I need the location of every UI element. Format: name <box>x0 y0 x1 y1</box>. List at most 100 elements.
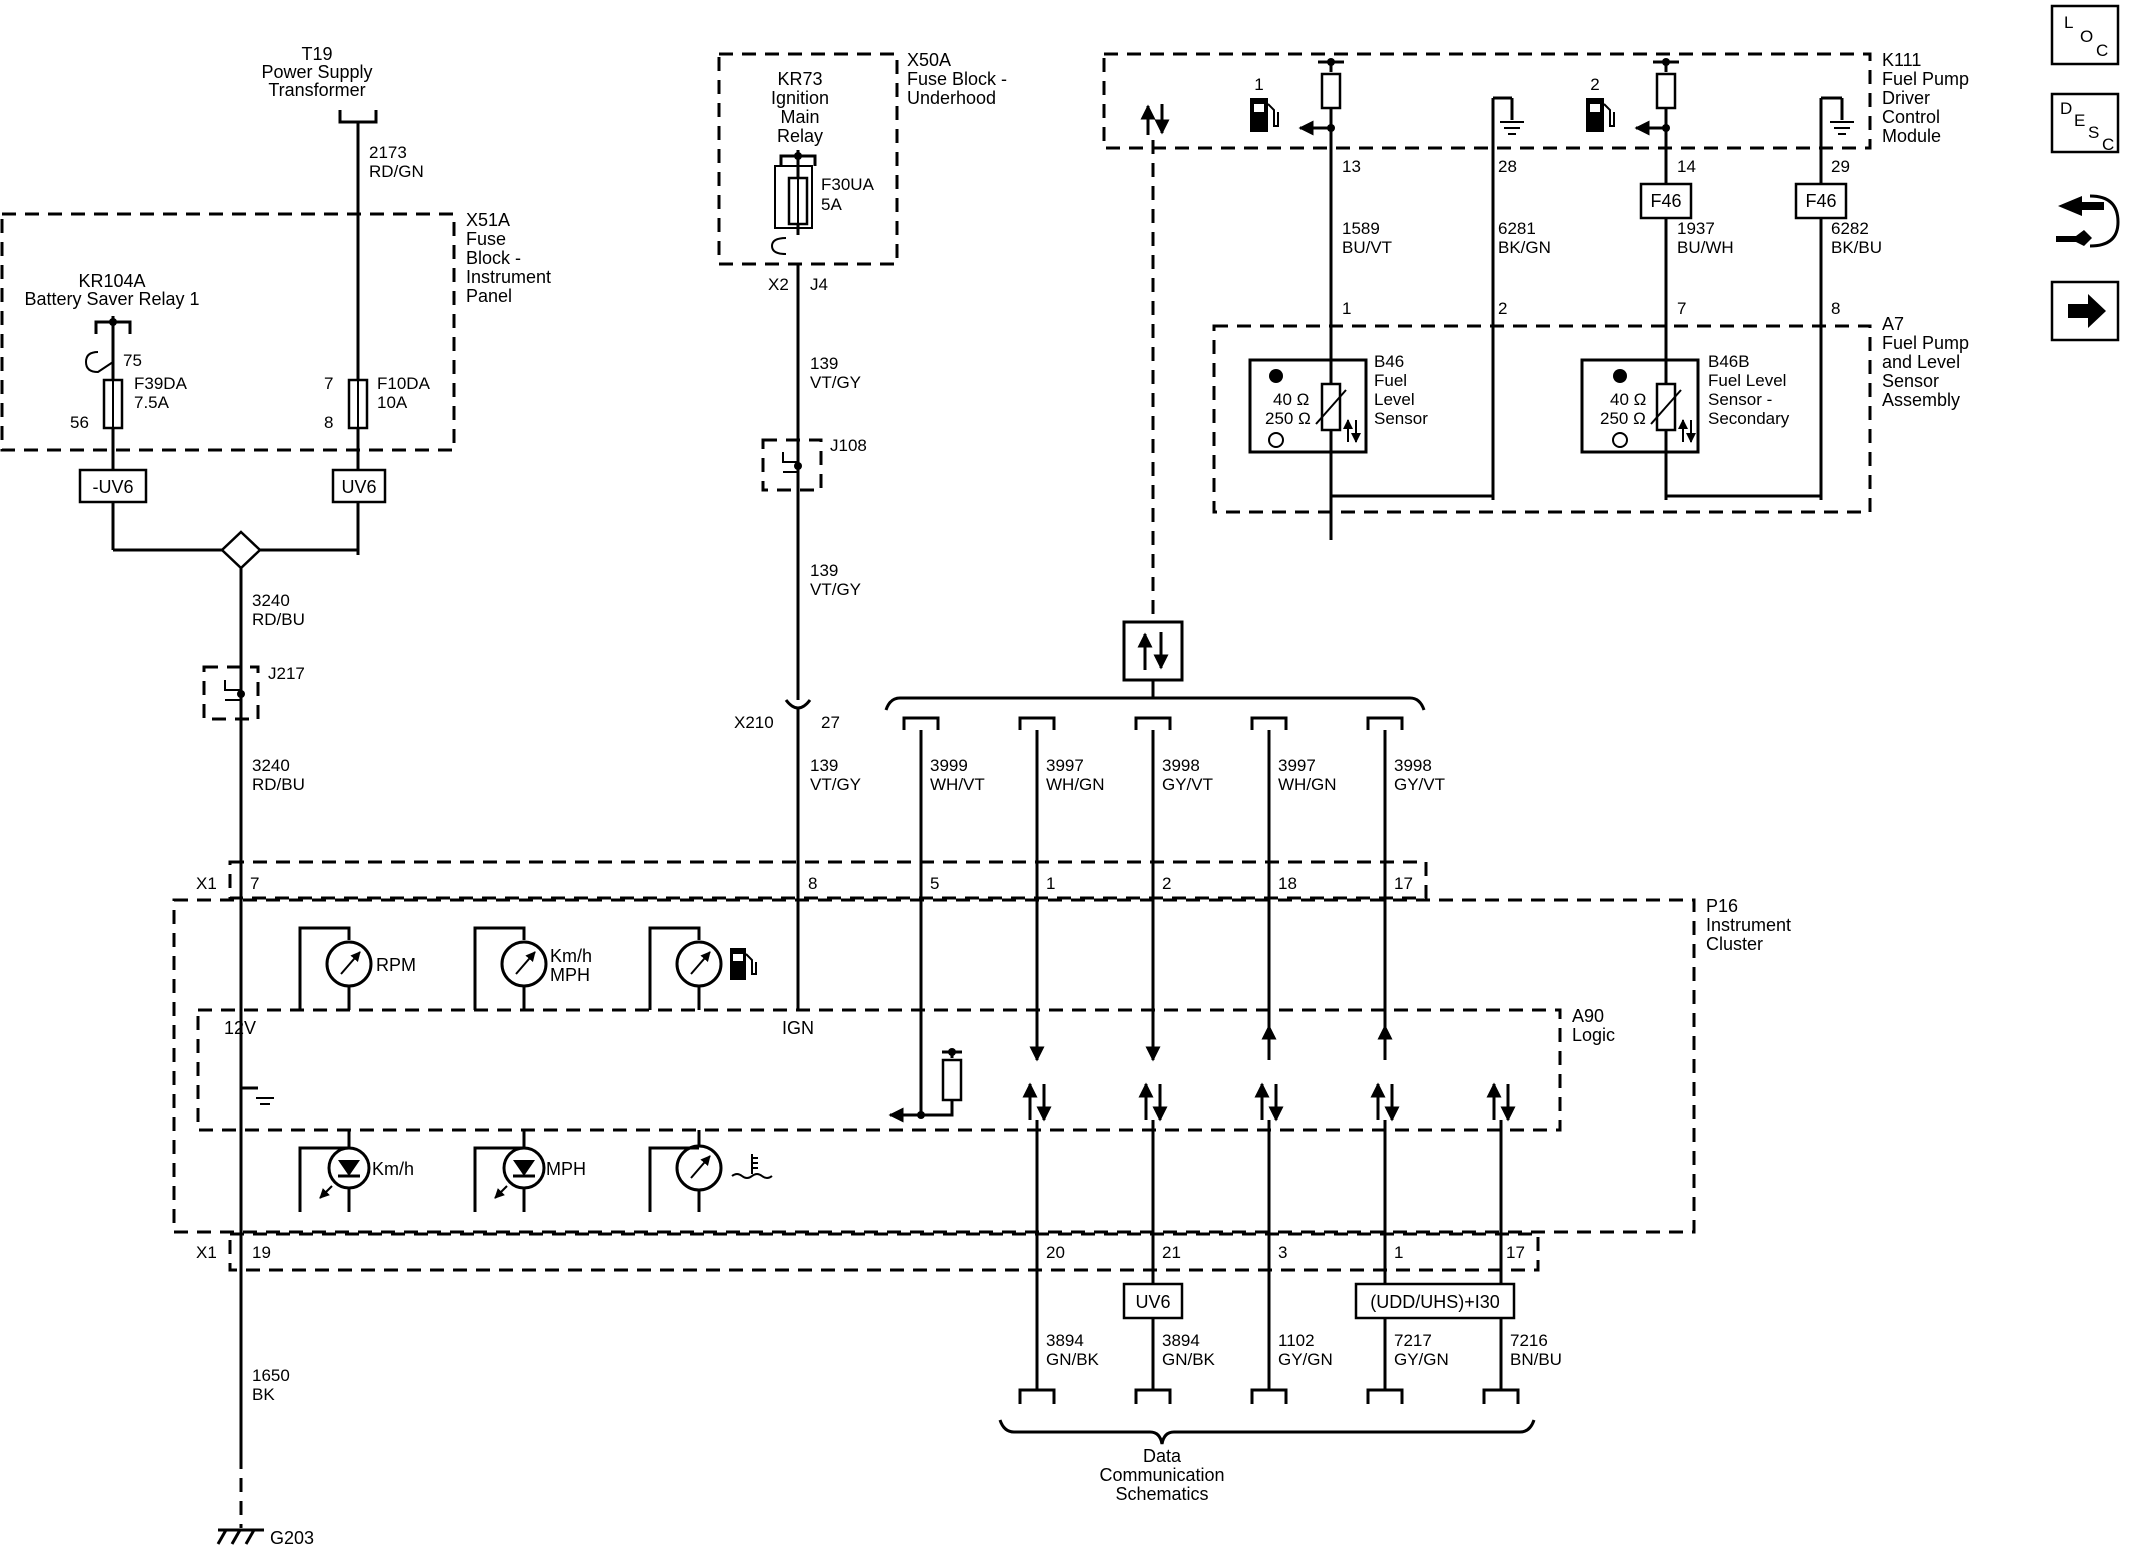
a7-pin-8: 8 <box>1831 299 1840 318</box>
b46-name-line2: Level <box>1374 390 1415 409</box>
j217-id: J217 <box>268 664 305 683</box>
next-page-button[interactable] <box>2050 280 2120 342</box>
option-box-f46-2 <box>1794 182 1848 220</box>
x1-pin-7: 7 <box>250 874 259 893</box>
wire-3894-b-circuit: 3894 <box>1162 1331 1200 1350</box>
k111-id: K111 <box>1882 50 1921 70</box>
kr73-ignition-main-relay: KR73 Ignition Main Relay <box>771 69 829 255</box>
data-wires-lower <box>1035 1120 1503 1390</box>
g203-id: G203 <box>270 1528 314 1545</box>
x1-pin-19: 19 <box>252 1243 271 1262</box>
option-splice-diamond <box>220 530 262 570</box>
loc-letter-l: L <box>2064 13 2073 32</box>
wire-3999-color: WH/VT <box>930 775 985 794</box>
x51a-name-line3: Instrument <box>466 267 551 287</box>
option-f46-1-label: F46 <box>1650 191 1681 211</box>
wire-139-b-circuit: 139 <box>810 561 838 580</box>
loc-letter-o: O <box>2080 27 2093 46</box>
data-bus-brace-bottom <box>998 1419 1536 1445</box>
a7-pin-7: 7 <box>1677 299 1686 318</box>
b46b-fuel-level-sensor-secondary <box>1580 358 1700 454</box>
x1-pin-21: 21 <box>1162 1243 1181 1262</box>
f10da-pin-7: 7 <box>324 374 333 393</box>
f39da-pin-56: 56 <box>70 413 89 432</box>
a7-name-line3: Sensor <box>1882 371 1939 391</box>
k111-pin-14: 14 <box>1677 157 1696 176</box>
mph-lamp-label: MPH <box>546 1159 586 1179</box>
x210-inline-connector <box>784 699 812 710</box>
x1-pin-8: 8 <box>808 874 817 893</box>
wire-7217-circuit: 7217 <box>1394 1331 1432 1350</box>
b46b-full-icon <box>1613 369 1627 383</box>
kr73-name-line2: Main <box>780 107 819 127</box>
x51a-name-line4: Panel <box>466 286 512 306</box>
x1-pin-5: 5 <box>930 874 939 893</box>
b46b-ohm-low: 250 Ω <box>1600 409 1646 428</box>
x50a-name-line2: Underhood <box>907 88 996 108</box>
b46-full-icon <box>1269 369 1283 383</box>
x210-id: X210 <box>734 713 774 732</box>
j108-splice-box <box>761 438 823 492</box>
b46b-name-line2: Sensor - <box>1708 390 1772 409</box>
x1-pin-20: 20 <box>1046 1243 1065 1262</box>
desc-button[interactable]: D E S C <box>2050 92 2120 154</box>
b46-empty-icon <box>1268 432 1284 448</box>
g203-ground-icon <box>216 1528 264 1545</box>
a90-ground-icon <box>256 1097 274 1105</box>
a90-name: Logic <box>1572 1025 1615 1045</box>
wire-1937-circuit: 1937 <box>1677 219 1715 238</box>
option-uv6-bottom-label: UV6 <box>1135 1292 1170 1312</box>
footer-line2: Communication <box>1099 1465 1224 1485</box>
t19-power-supply-transformer: T19 Power Supply Transformer <box>261 44 378 124</box>
wire-3997-b-color: WH/GN <box>1278 775 1337 794</box>
x1-pin-17: 17 <box>1394 874 1413 893</box>
k111-name-line3: Control <box>1882 107 1940 127</box>
wire-6281-color: BK/GN <box>1498 238 1551 257</box>
f39da-rating: 7.5A <box>134 393 170 412</box>
coolant-temperature-icon <box>731 1154 773 1179</box>
x50a-pin-j4: J4 <box>810 275 828 294</box>
wire-3997-a-color: WH/GN <box>1046 775 1105 794</box>
wire-1650-color: BK <box>252 1385 275 1404</box>
wire-139-a-circuit: 139 <box>810 354 838 373</box>
t19-name-line1: Power Supply <box>261 62 372 82</box>
loc-button[interactable]: L O C <box>2050 4 2120 66</box>
kr73-name-line3: Relay <box>777 126 823 146</box>
kr73-id: KR73 <box>777 69 822 89</box>
footer-line3: Schematics <box>1115 1484 1208 1504</box>
a7-pin-2: 2 <box>1498 299 1507 318</box>
wire-3997-a-circuit: 3997 <box>1046 756 1084 775</box>
kmh-lamp-label: Km/h <box>372 1159 414 1179</box>
k111-pin-13: 13 <box>1342 157 1361 176</box>
a7-name-line1: Fuel Pump <box>1882 333 1969 353</box>
x1-bottom-label: X1 <box>196 1243 217 1262</box>
wire-3240-a-color: RD/BU <box>252 610 305 629</box>
wire-3894-b-color: GN/BK <box>1162 1350 1216 1369</box>
j108-id: J108 <box>830 436 867 455</box>
x50a-fuse-block-outline <box>717 52 899 266</box>
wire-3894-a-color: GN/BK <box>1046 1350 1100 1369</box>
k111-ground-1-icon <box>1500 121 1524 135</box>
desc-letter-s: S <box>2088 123 2099 142</box>
x1-pin-17-bottom: 17 <box>1506 1243 1525 1262</box>
a90-pullup-resistor <box>941 1058 963 1102</box>
wire-3894-a-circuit: 3894 <box>1046 1331 1084 1350</box>
b46b-empty-icon <box>1612 432 1628 448</box>
x210-pin-27: 27 <box>821 713 840 732</box>
a7-name-line4: Assembly <box>1882 390 1960 410</box>
x51a-name-line2: Block - <box>466 248 521 268</box>
desc-letter-c: C <box>2102 135 2114 154</box>
x1-pin-2: 2 <box>1162 874 1171 893</box>
x1-pin-1-bottom: 1 <box>1394 1243 1403 1262</box>
a90-data-direction-arrows <box>1022 1024 1516 1122</box>
fuel-pump-icon <box>1250 98 1279 132</box>
wire-6282-circuit: 6282 <box>1831 219 1869 238</box>
wire-139-b-color: VT/GY <box>810 580 861 599</box>
kr104a-battery-saver-relay: KR104A Battery Saver Relay 1 <box>24 271 200 380</box>
wire-3998-a-circuit: 3998 <box>1162 756 1200 775</box>
x1-top-connector-outline <box>228 860 1428 900</box>
p16-name-line2: Cluster <box>1706 934 1763 954</box>
k111-pin-28: 28 <box>1498 157 1517 176</box>
connector-end-view-icon[interactable] <box>2056 194 2120 248</box>
data-bus-brace-top <box>884 696 1426 711</box>
